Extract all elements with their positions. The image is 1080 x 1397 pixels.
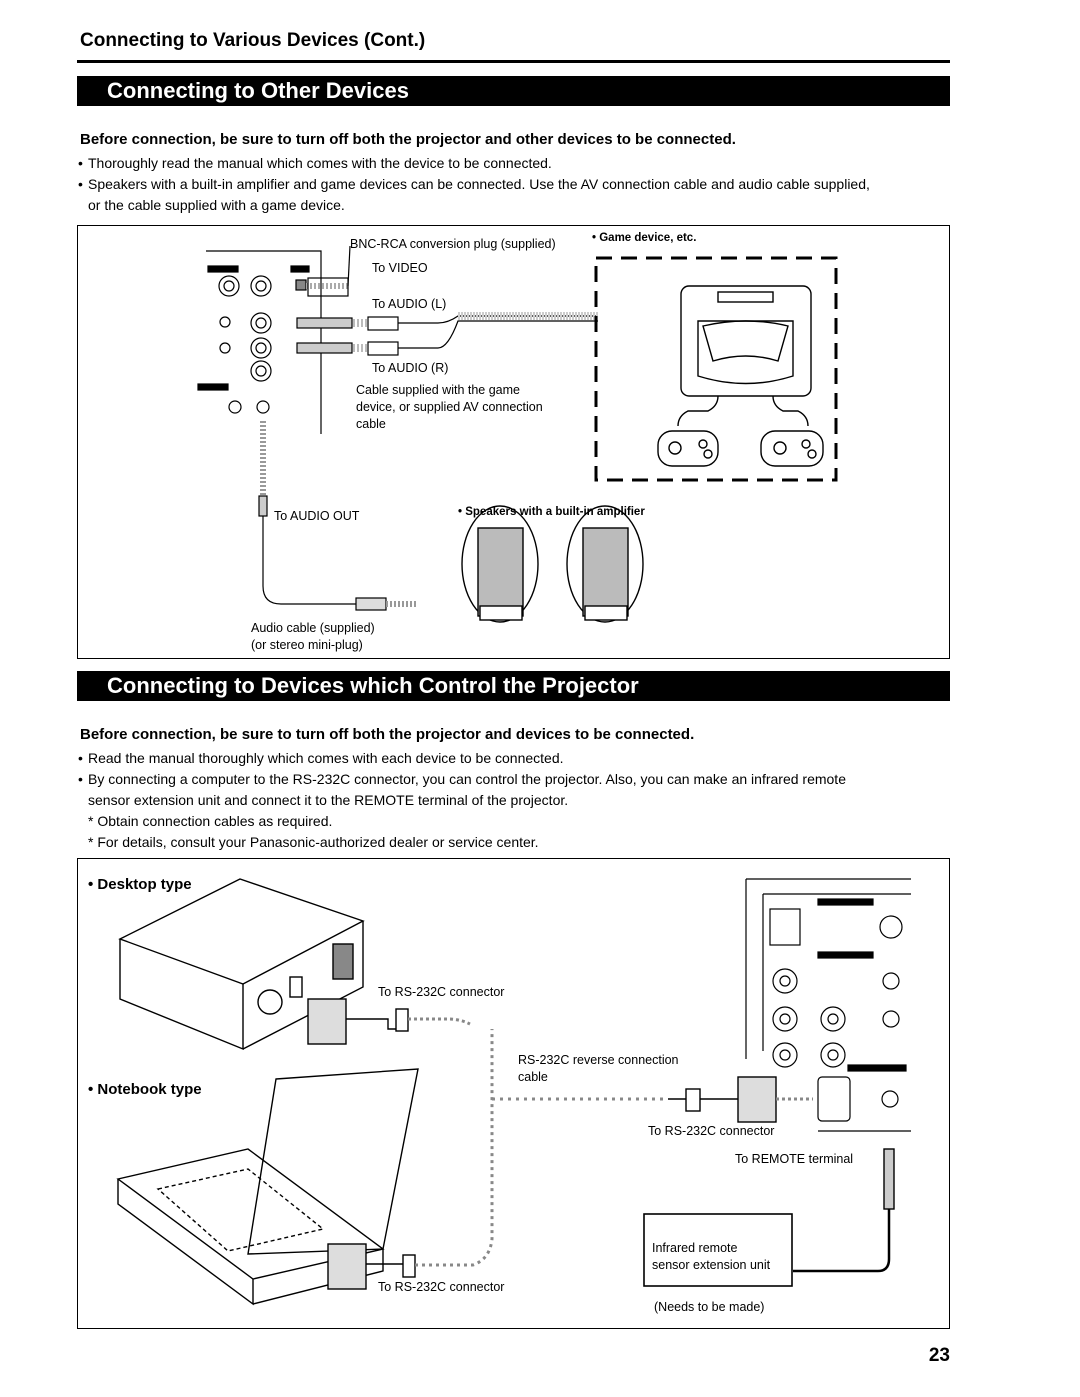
section1-bullets: •Thoroughly read the manual which comes …	[78, 153, 958, 216]
to-audio-out-label: To AUDIO OUT	[274, 509, 360, 523]
section2-bullets: •Read the manual thoroughly which comes …	[78, 748, 958, 853]
cable-note-line: Cable supplied with the game	[356, 383, 520, 397]
section-title-control-devices: Connecting to Devices which Control the …	[77, 671, 950, 701]
ir-unit-label: Infrared remote sensor extension unit	[652, 1240, 770, 1274]
bullet-text: Speakers with a built-in amplifier and g…	[88, 176, 870, 192]
control-devices-diagram: • Desktop type • Notebook type To RS-232…	[77, 858, 950, 1329]
bnc-plug-label: BNC-RCA conversion plug (supplied)	[350, 237, 556, 251]
section1-lead: Before connection, be sure to turn off b…	[80, 131, 736, 148]
desktop-type-text: Desktop type	[97, 876, 192, 893]
bullet-text: By connecting a computer to the RS-232C …	[88, 771, 846, 787]
other-devices-diagram: BNC-RCA conversion plug (supplied) To VI…	[77, 225, 950, 659]
audio-cable-line: (or stereo mini-plug)	[251, 638, 363, 652]
projector-control-panel	[745, 878, 911, 1132]
other-devices-illustration	[197, 245, 838, 623]
reverse-cable-line: cable	[518, 1070, 548, 1084]
bullet-continuation: or the cable supplied with a game device…	[88, 197, 345, 213]
projector-panel	[197, 250, 322, 434]
desktop-computer	[118, 878, 471, 1051]
note-item: * For details, consult your Panasonic-au…	[88, 834, 539, 850]
bullet-continuation: sensor extension unit and connect it to …	[88, 792, 569, 808]
speakers-label: • Speakers with a built-in amplifier	[458, 506, 645, 518]
ir-unit-cable	[643, 1148, 895, 1287]
audio-cable-line: Audio cable (supplied)	[251, 621, 375, 635]
section-title-other-devices: Connecting to Other Devices	[77, 76, 950, 106]
to-audio-l-label: To AUDIO (L)	[372, 297, 447, 311]
note-item: * Obtain connection cables as required.	[88, 813, 333, 829]
ir-unit-line: sensor extension unit	[652, 1258, 771, 1272]
audio-cable	[258, 421, 418, 611]
notebook-computer	[116, 1029, 494, 1306]
game-console	[657, 285, 824, 467]
ir-unit-line: Infrared remote	[652, 1241, 738, 1255]
cable-note: Cable supplied with the game device, or …	[356, 382, 543, 433]
to-rs232c-mid-label: To RS-232C connector	[648, 1124, 775, 1138]
reverse-cable	[492, 1076, 813, 1123]
speakers-illustration	[461, 505, 644, 623]
to-rs232c-bottom-label: To RS-232C connector	[378, 1280, 505, 1294]
bullet-text: Read the manual thoroughly which comes w…	[88, 750, 564, 766]
av-cables	[295, 245, 598, 356]
game-device-text: Game device, etc.	[599, 232, 697, 244]
game-device-box	[594, 256, 838, 482]
page-header: Connecting to Various Devices (Cont.)	[80, 30, 426, 51]
notebook-type-text: Notebook type	[97, 1081, 202, 1098]
reverse-cable-line: RS-232C reverse connection	[518, 1053, 679, 1067]
page-number: 23	[928, 1345, 950, 1366]
bullet-item: •Speakers with a built-in amplifier and …	[78, 176, 870, 192]
cable-note-line: device, or supplied AV connection	[356, 400, 543, 414]
to-video-label: To VIDEO	[372, 261, 428, 275]
to-remote-label: To REMOTE terminal	[735, 1152, 854, 1166]
header-rule	[77, 60, 950, 63]
to-rs232c-top-label: To RS-232C connector	[378, 985, 505, 999]
desktop-type-label: • Desktop type	[88, 876, 192, 893]
note-text: For details, consult your Panasonic-auth…	[97, 834, 539, 850]
note-text: Obtain connection cables as required.	[97, 813, 333, 829]
needs-to-be-made-label: (Needs to be made)	[654, 1300, 765, 1314]
reverse-cable-label: RS-232C reverse connection cable	[518, 1052, 679, 1086]
control-devices-illustration	[116, 878, 911, 1306]
bullet-text: Thoroughly read the manual which comes w…	[88, 155, 552, 171]
audio-cable-label: Audio cable (supplied) (or stereo mini-p…	[251, 620, 375, 654]
section2-lead: Before connection, be sure to turn off b…	[80, 726, 695, 743]
bullet-item: •Thoroughly read the manual which comes …	[78, 155, 552, 171]
notebook-type-label: • Notebook type	[88, 1081, 202, 1098]
game-device-label: • Game device, etc.	[592, 232, 697, 244]
cable-note-line: cable	[356, 417, 386, 431]
to-audio-r-label: To AUDIO (R)	[372, 361, 449, 375]
bullet-item: •Read the manual thoroughly which comes …	[78, 750, 564, 766]
speakers-text: Speakers with a built-in amplifier	[465, 506, 645, 518]
bullet-item: •By connecting a computer to the RS-232C…	[78, 771, 846, 787]
